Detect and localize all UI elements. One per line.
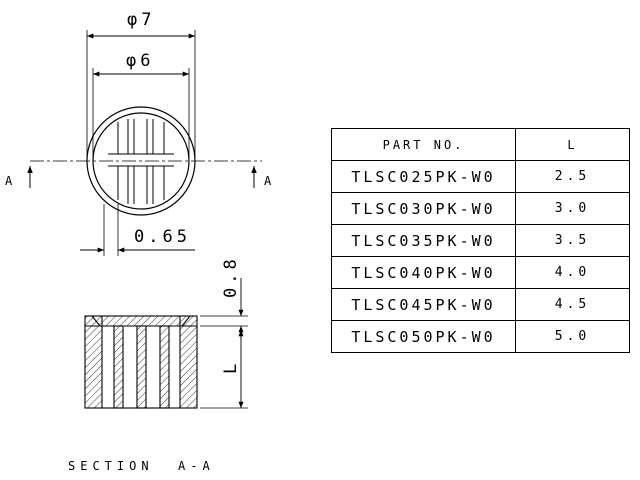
dim-length-label: L xyxy=(221,360,241,374)
section-caption: SECTION A-A xyxy=(68,459,215,473)
table-row: TLSC030PK-W0 3.0 xyxy=(331,192,630,225)
table-row: TLSC040PK-W0 4.0 xyxy=(331,256,630,289)
header-part-no: PART NO. xyxy=(331,128,516,161)
section-view: 0.8 L xyxy=(84,255,248,409)
outer-circle xyxy=(86,106,196,216)
dim-inner-label: φ6 xyxy=(126,51,154,71)
length-value: 3.5 xyxy=(515,224,630,257)
length-value: 5.0 xyxy=(515,320,630,353)
length-value: 4.0 xyxy=(515,256,630,289)
inner-structure xyxy=(108,119,174,204)
parts-table: PART NO. L TLSC025PK-W0 2.5 TLSC030PK-W0… xyxy=(331,128,630,353)
part-number: TLSC035PK-W0 xyxy=(331,224,516,257)
part-number: TLSC030PK-W0 xyxy=(331,192,516,225)
section-marker-right: A xyxy=(264,174,272,188)
table-row: TLSC035PK-W0 3.5 xyxy=(331,224,630,257)
dim-top-label: 0.8 xyxy=(221,255,241,298)
dim-wall-label: 0.65 xyxy=(134,227,191,247)
table-row: TLSC050PK-W0 5.0 xyxy=(331,320,630,353)
part-number: TLSC025PK-W0 xyxy=(331,160,516,193)
inner-circle xyxy=(92,112,190,210)
dim-outer-label: φ7 xyxy=(127,10,155,30)
part-number: TLSC040PK-W0 xyxy=(331,256,516,289)
table-row: TLSC025PK-W0 2.5 xyxy=(331,160,630,193)
length-value: 4.5 xyxy=(515,288,630,321)
end-view: φ7 φ6 0.65 A A xyxy=(5,10,272,256)
length-value: 2.5 xyxy=(515,160,630,193)
part-number: TLSC045PK-W0 xyxy=(331,288,516,321)
length-value: 3.0 xyxy=(515,192,630,225)
section-marker-left: A xyxy=(5,174,13,188)
table-row: TLSC045PK-W0 4.5 xyxy=(331,288,630,321)
header-l: L xyxy=(515,128,630,161)
part-number: TLSC050PK-W0 xyxy=(331,320,516,353)
table-header-row: PART NO. L xyxy=(331,128,630,161)
